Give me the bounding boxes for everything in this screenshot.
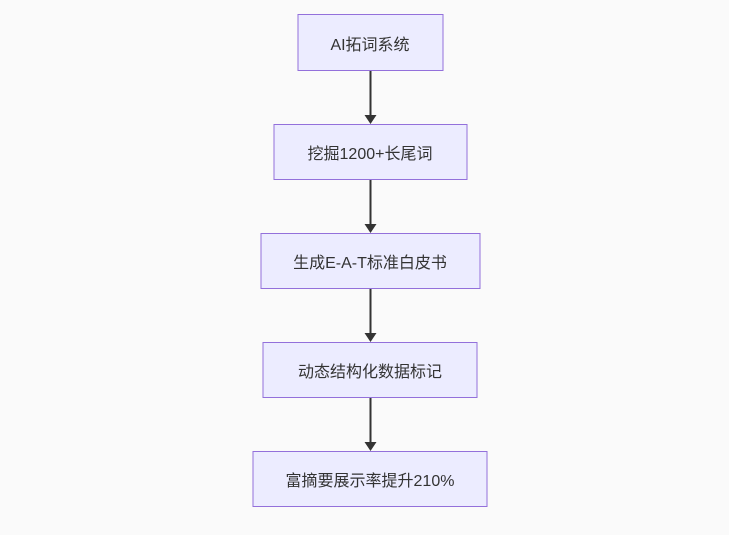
- arrow-down-icon: [364, 115, 376, 124]
- flow-node-eat-whitepaper: 生成E-A-T标准白皮书: [260, 233, 480, 289]
- edge-line: [369, 180, 371, 224]
- edge-4-5: [364, 398, 376, 451]
- flow-node-structured-data-markup: 动态结构化数据标记: [262, 342, 478, 398]
- flow-node-rich-snippet-result: 富摘要展示率提升210%: [252, 451, 488, 507]
- flow-node-ai-keyword-system: AI拓词系统: [297, 14, 443, 71]
- edge-3-4: [364, 289, 376, 342]
- edge-1-2: [364, 71, 376, 124]
- arrow-down-icon: [364, 224, 376, 233]
- edge-line: [369, 398, 371, 442]
- flow-node-longtail-mining: 挖掘1200+长尾词: [273, 124, 467, 180]
- edge-line: [369, 289, 371, 333]
- edge-2-3: [364, 180, 376, 233]
- arrow-down-icon: [364, 442, 376, 451]
- edge-line: [369, 71, 371, 115]
- arrow-down-icon: [364, 333, 376, 342]
- flowchart-column: AI拓词系统 挖掘1200+长尾词 生成E-A-T标准白皮书 动态结构化数据标记…: [252, 14, 488, 507]
